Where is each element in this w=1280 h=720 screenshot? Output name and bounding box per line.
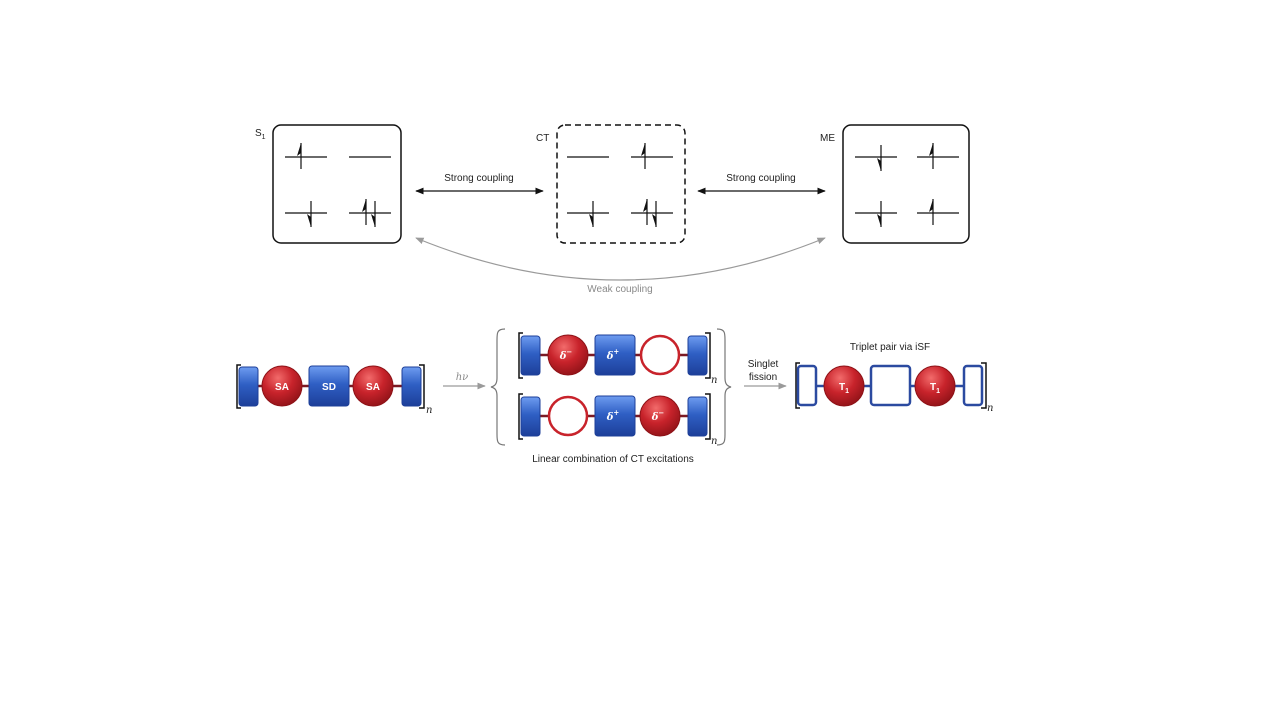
ct-row1-left-delta: δ− xyxy=(559,347,573,362)
s1-label: S1 xyxy=(255,128,266,141)
left-brace xyxy=(490,328,506,446)
triplet-title: Triplet pair via iSF xyxy=(850,342,930,353)
ct-row1-repeat-n: n xyxy=(711,375,717,386)
ct-row1-right-delta: δ+ xyxy=(606,347,620,362)
ct-row-1: δ− δ+ xyxy=(518,332,711,379)
ct-row2-left-delta: δ+ xyxy=(606,408,620,423)
ground-repeat-n: n xyxy=(426,405,432,416)
s1-state-box xyxy=(272,124,402,244)
weak-coupling-label: Weak coupling xyxy=(587,284,652,295)
triplet-unit-2: T1 xyxy=(930,382,940,395)
donor-label: SD xyxy=(322,382,336,393)
triplet-repeat-n: n xyxy=(987,403,993,414)
right-brace xyxy=(716,328,732,446)
ground-state-polymer: SA SD SA xyxy=(236,364,425,409)
strong-coupling-right-label: Strong coupling xyxy=(726,173,796,184)
excitation-label: hν xyxy=(456,372,469,383)
acceptor-unit-2 xyxy=(352,365,394,407)
me-state-box xyxy=(842,124,970,244)
ct-label: CT xyxy=(536,133,549,144)
ct-caption: Linear combination of CT excitations xyxy=(532,454,694,465)
triplet-pair-polymer: T1 T1 xyxy=(795,362,987,409)
fission-label-2: fission xyxy=(749,372,777,383)
acceptor-label: SA xyxy=(275,382,289,393)
ct-state-box xyxy=(556,124,686,244)
fission-label-1: Singlet xyxy=(748,359,779,370)
ct-row-2: δ+ δ− xyxy=(518,393,711,440)
me-label: ME xyxy=(820,133,835,144)
ct-row2-repeat-n: n xyxy=(711,436,717,447)
weak-coupling-arrow xyxy=(415,237,826,281)
acceptor-unit xyxy=(261,365,303,407)
acceptor-label-2: SA xyxy=(366,382,380,393)
triplet-unit-1: T1 xyxy=(839,382,849,395)
donor-unit xyxy=(308,365,350,407)
ct-row2-right-delta: δ− xyxy=(651,408,665,423)
strong-coupling-left-label: Strong coupling xyxy=(444,173,514,184)
